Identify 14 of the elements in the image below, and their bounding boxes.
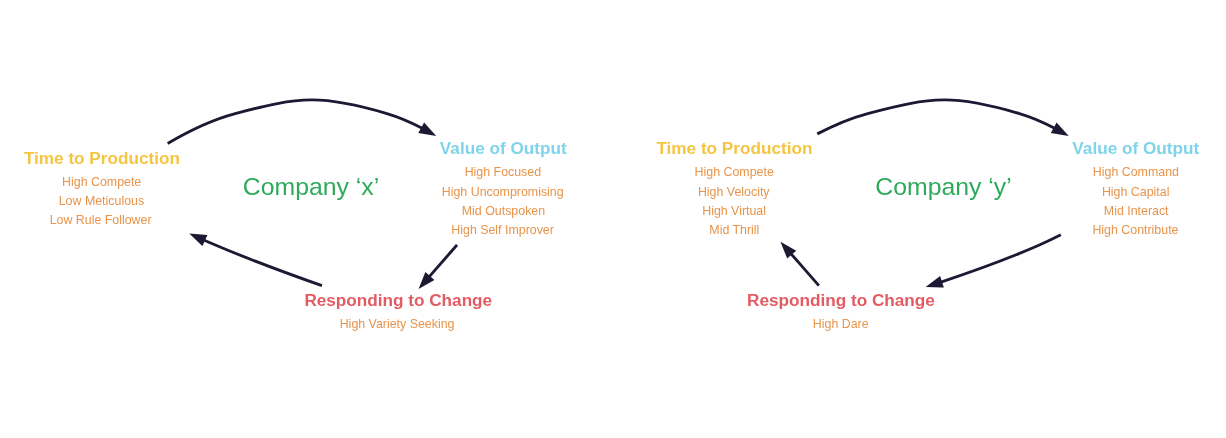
node-text: Responding to Change High Dare [747,289,935,331]
arrow [189,232,323,287]
node-text: Value of Output High Command High Capital Mid Interact High Contribute [1072,137,1200,237]
label: Company ‘x’ [242,172,380,200]
arrow [166,98,437,145]
node-text: Time to Production High Compete High Velocity High Virtual Mid Thrill [656,137,813,237]
label: Company ‘y’ [875,172,1012,200]
arrow [418,243,459,289]
arrow [925,232,1062,287]
arrow [780,241,820,287]
arrow [816,98,1069,136]
node-text: Value of Output High Focused High Uncompromising Mid Outspoken High Self Improver [439,137,567,237]
node-text: Time to Production High Compete Low Meticulous Low Rule Follower [23,147,180,227]
node-text: Responding to Change High Variety Seeking [304,289,493,331]
